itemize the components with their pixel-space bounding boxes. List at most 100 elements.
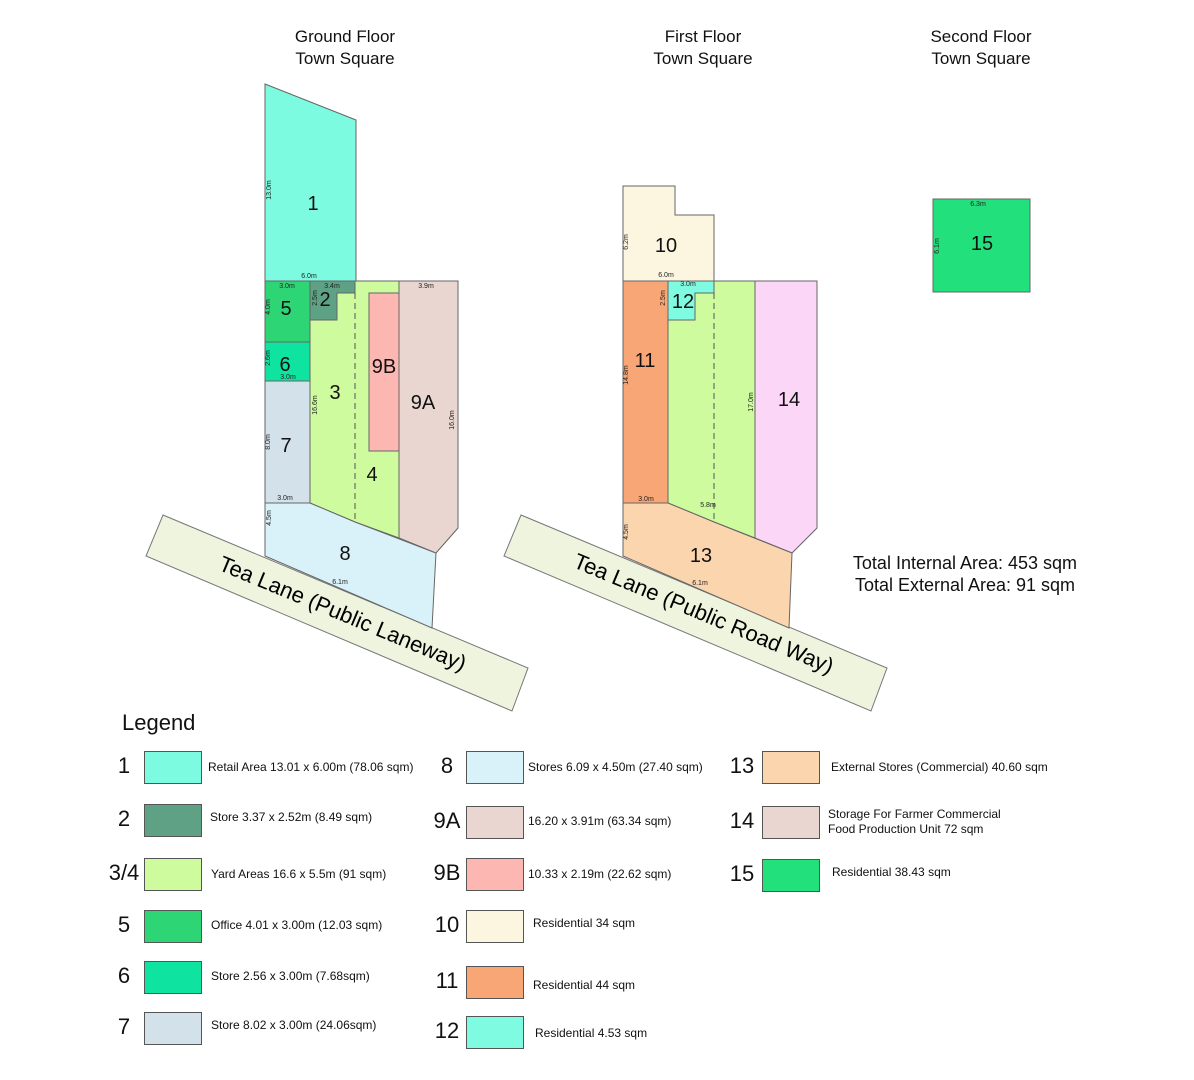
legend-item-description-line: Stores 6.09 x 4.50m (27.40 sqm) [528, 760, 703, 774]
legend-item-description-line: 10.33 x 2.19m (22.62 sqm) [528, 867, 672, 881]
room-9a [398, 280, 459, 554]
dim-label: 2.6m [265, 350, 272, 366]
room-2 [309, 280, 356, 321]
legend-item-description: Store 3.37 x 2.52m (8.49 sqm) [210, 810, 372, 825]
dim-label: 2.5m [312, 290, 319, 306]
legend-item-number: 9A [433, 808, 461, 833]
legend-color-swatch [466, 966, 524, 999]
dim-label: 13.0m [266, 180, 273, 200]
area-totals: Total Internal Area: 453 sqm Total Exter… [830, 552, 1100, 596]
room-13 [622, 502, 793, 629]
room-label-11: 11 [635, 350, 656, 372]
ground-floor-title-line1: Ground Floor [294, 27, 396, 46]
legend-item-description-line: Office 4.01 x 3.00m (12.03 sqm) [211, 918, 383, 932]
legend-color-swatch [466, 1016, 524, 1049]
room-label-6: 6 [279, 354, 290, 376]
dim-label: 4.5m [623, 524, 630, 540]
legend-item-number: 15 [729, 861, 755, 886]
ground-floor-title-line2: Town Square [295, 49, 395, 68]
legend-item-description-line: Residential 44 sqm [533, 978, 636, 992]
dim-label: 2.5m [660, 290, 667, 306]
legend-item-number: 12 [434, 1018, 460, 1043]
room-label-12: 12 [672, 291, 694, 313]
room-label-2: 2 [319, 289, 330, 311]
room-label-13: 13 [690, 545, 712, 567]
room-label-3: 3 [329, 382, 340, 404]
legend-item-description: Yard Areas 16.6 x 5.5m (91 sqm) [211, 867, 386, 882]
legend-item-description-line: Yard Areas 16.6 x 5.5m (91 sqm) [211, 867, 387, 881]
room-label-9a: 9A [411, 392, 436, 414]
legend-item-description: Office 4.01 x 3.00m (12.03 sqm) [211, 918, 382, 933]
dim-label: 17.0m [748, 392, 755, 412]
total-internal-area: Total Internal Area: 453 sqm [852, 553, 1078, 573]
legend-item-description-line: Food Production Unit 72 sqm [828, 822, 984, 836]
first-floor-title: First Floor Town Square [603, 26, 803, 70]
legend-color-swatch [762, 859, 820, 892]
legend-item-description-line: 16.20 x 3.91m (63.34 sqm) [528, 814, 672, 828]
dim-label: 3.9m [418, 283, 434, 290]
dim-label: 3.0m [280, 374, 296, 381]
dim-label: 6.1m [934, 238, 941, 254]
legend-title: Legend [122, 710, 196, 735]
legend-item-description: Residential 38.43 sqm [832, 865, 951, 880]
legend-item-number: 1 [117, 753, 131, 778]
room-1 [264, 83, 357, 282]
room-14 [754, 280, 818, 554]
ground-floor-title: Ground Floor Town Square [245, 26, 445, 70]
room-label-1: 1 [307, 193, 318, 215]
first-floor-plan [622, 185, 818, 629]
room-labels: 1 2 5 6 3 9B 9A 7 4 8 10 12 11 14 13 15 [279, 193, 993, 567]
dim-label: 16.6m [312, 395, 319, 415]
dim-label: 3.0m [277, 495, 293, 502]
dim-label: 6.0m [658, 272, 674, 279]
legend-item-number: 11 [435, 968, 459, 993]
dim-label: 6.1m [332, 579, 348, 586]
room-11 [622, 280, 669, 504]
legend-color-swatch [144, 751, 202, 784]
first-floor-title-line2: Town Square [653, 49, 753, 68]
room-label-15: 15 [971, 233, 993, 255]
dim-label: 6.3m [970, 201, 986, 208]
dim-label: 6.2m [623, 234, 630, 250]
total-external-area: Total External Area: 91 sqm [854, 575, 1076, 595]
dim-label: 5.8m [700, 502, 716, 509]
room-10 [622, 185, 715, 282]
room-label-8: 8 [339, 543, 350, 565]
legend-item-description-line: Residential 4.53 sqm [535, 1026, 648, 1040]
legend-color-swatch [144, 910, 202, 943]
second-floor-title-line1: Second Floor [930, 27, 1032, 46]
legend-item-description: Residential 44 sqm [533, 978, 635, 993]
legend-item-number: 5 [117, 912, 131, 937]
dim-label: 3.0m [638, 496, 654, 503]
legend-item-description: Stores 6.09 x 4.50m (27.40 sqm) [528, 760, 703, 775]
legend-color-swatch [144, 1012, 202, 1045]
legend-item-description: Retail Area 13.01 x 6.00m (78.06 sqm) [208, 760, 413, 775]
dim-label: 6.1m [692, 580, 708, 587]
second-floor-title: Second Floor Town Square [881, 26, 1081, 70]
legend-color-swatch [144, 858, 202, 891]
legend-item-number: 13 [729, 753, 755, 778]
legend-color-swatch [466, 910, 524, 943]
legend-item-description: 16.20 x 3.91m (63.34 sqm) [528, 814, 671, 829]
legend-color-swatch [762, 751, 820, 784]
room-label-5: 5 [280, 298, 291, 320]
legend-item-description: Residential 4.53 sqm [535, 1026, 647, 1041]
legend-item-number: 2 [117, 806, 131, 831]
legend-item-number: 14 [729, 808, 755, 833]
dimension-labels: 13.0m 6.0m 3.0m 3.4m 3.9m 4.0m 2.5m 2.6m… [265, 180, 986, 587]
legend-color-swatch [762, 806, 820, 839]
first-floor-title-line1: First Floor [664, 27, 742, 46]
legend-item-number: 8 [440, 753, 454, 778]
legend-color-swatch [466, 858, 524, 891]
legend-item-description: Store 2.56 x 3.00m (7.68sqm) [211, 969, 370, 984]
dim-label: 8.0m [265, 434, 272, 450]
legend-color-swatch [144, 804, 202, 837]
second-floor-plan [932, 198, 1031, 293]
dim-label: 3.0m [680, 281, 696, 288]
room-label-9b: 9B [372, 356, 396, 378]
legend-item-description: Residential 34 sqm [533, 916, 635, 931]
second-floor-title-line2: Town Square [931, 49, 1031, 68]
legend-color-swatch [466, 806, 524, 839]
